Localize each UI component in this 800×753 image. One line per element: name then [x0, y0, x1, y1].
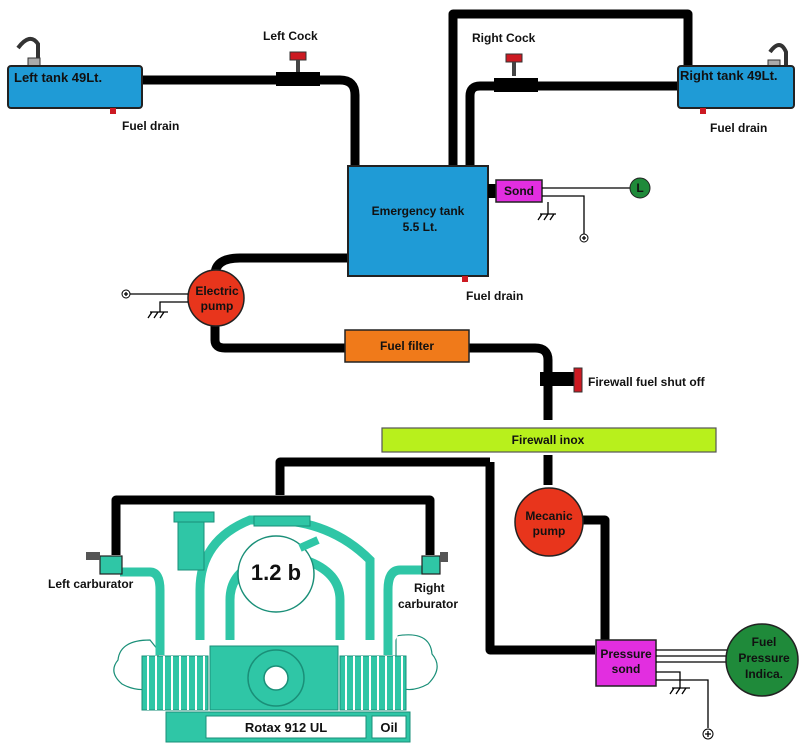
- center-fuel-drain-label: Fuel drain: [466, 289, 523, 303]
- pipe-carb-main: [275, 457, 490, 495]
- ground-symbol-icon: [537, 213, 556, 221]
- ground-symbol-icon: [147, 311, 168, 319]
- left-cock-label: Left Cock: [263, 29, 318, 43]
- pipe-right-tank: [465, 81, 678, 168]
- level-sond: Sond L: [488, 177, 651, 243]
- positive-terminal-icon: [702, 728, 714, 740]
- fuel-pressure-indicator: Fuel Pressure Indica.: [725, 623, 799, 697]
- pressure-sond: Pressure sond: [595, 639, 728, 740]
- left-carburator-label: Left carburator: [48, 577, 134, 591]
- fuel-filter-label: Fuel filter: [380, 339, 434, 353]
- sond-gauge-label: L: [636, 181, 643, 195]
- left-carburator: Left carburator: [48, 552, 134, 591]
- right-cock-label: Right Cock: [472, 31, 536, 45]
- sond-label: Sond: [504, 184, 534, 198]
- pressure-sond-label-2: sond: [612, 662, 641, 676]
- fuel-pressure-label-3: Indica.: [745, 667, 783, 681]
- oil-label: Oil: [380, 720, 397, 735]
- left-fuel-drain-label: Fuel drain: [122, 119, 179, 133]
- pipe-left-tank: [127, 75, 360, 168]
- fuel-filter: Fuel filter: [344, 329, 470, 363]
- pipe-emergency-to-pump: [210, 253, 350, 276]
- right-cock[interactable]: Right Cock: [472, 31, 538, 92]
- right-tank-label: Right tank 49Lt.: [680, 68, 778, 83]
- engine-label: Rotax 912 UL: [245, 720, 327, 735]
- emergency-tank: Emergency tank 5.5 Lt. Fuel drain: [347, 165, 523, 303]
- firewall-inox: Firewall inox: [381, 427, 717, 453]
- ground-symbol-icon: [669, 687, 690, 695]
- rotax-engine: 1.2 b Rotax 912 UL Oil: [113, 511, 438, 743]
- right-carburator-label-2: carburator: [398, 597, 458, 611]
- left-tank: Left tank 49Lt. Fuel drain: [7, 36, 179, 133]
- electric-pump: Electric pump: [121, 269, 245, 327]
- fuel-pressure-label-2: Pressure: [738, 651, 790, 665]
- electric-pump-label-1: Electric: [195, 284, 239, 298]
- left-cock[interactable]: Left Cock: [263, 29, 320, 86]
- right-carburator-label-1: Right: [414, 581, 445, 595]
- positive-terminal-icon: [579, 233, 589, 243]
- firewall-shutoff-label: Firewall fuel shut off: [588, 375, 706, 389]
- right-fuel-drain-label: Fuel drain: [710, 121, 767, 135]
- right-carburator: Right carburator: [398, 552, 458, 611]
- electric-pump-label-2: pump: [201, 299, 234, 313]
- pressure-sond-label-1: Pressure: [600, 647, 652, 661]
- pipe-mpump-to-sond: [583, 515, 610, 640]
- positive-terminal-icon: [121, 289, 131, 299]
- right-tank: Right tank 49Lt. Fuel drain: [677, 43, 795, 135]
- mecanic-pump-label-1: Mecanic: [525, 509, 573, 523]
- emergency-tank-label-1: Emergency tank: [372, 204, 465, 218]
- pipe-carb-return: [485, 462, 595, 655]
- pressure-gauge-value: 1.2 b: [251, 560, 301, 585]
- firewall-inox-label: Firewall inox: [512, 433, 585, 447]
- firewall-shutoff-valve[interactable]: Firewall fuel shut off: [540, 367, 706, 393]
- left-tank-label: Left tank 49Lt.: [14, 70, 102, 85]
- fuel-pressure-label-1: Fuel: [752, 635, 777, 649]
- mecanic-pump: Mecanic pump: [514, 487, 584, 557]
- mecanic-pump-label-2: pump: [533, 524, 566, 538]
- pipe-carb-left: [111, 495, 435, 555]
- emergency-tank-label-2: 5.5 Lt.: [403, 220, 438, 234]
- pipe-right-return: [448, 9, 693, 168]
